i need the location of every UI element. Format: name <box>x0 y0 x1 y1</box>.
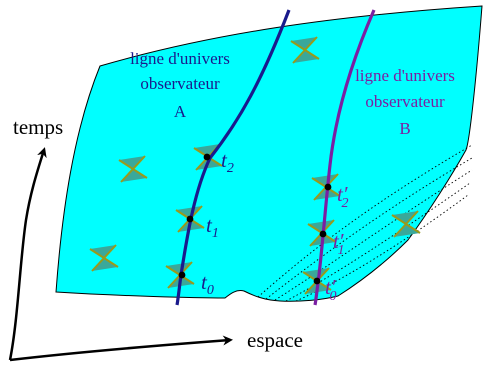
light-cone-lower <box>121 169 147 182</box>
light-cone-upper <box>166 262 192 275</box>
observer-a-label-line2: observateur <box>140 74 220 93</box>
light-cone-upper <box>119 156 145 169</box>
event-label-a0: t0 <box>201 270 214 298</box>
observer-b-label-line2: observateur <box>365 92 445 111</box>
event-dot-icon <box>313 277 321 285</box>
event-label-a1: t1 <box>206 213 219 241</box>
light-cone-edge <box>120 155 146 183</box>
light-cone-icon <box>89 244 119 272</box>
observer-b-label: ligne d'univers observateur B <box>355 66 455 138</box>
world-line-a <box>175 9 291 306</box>
event-label-b0: t′0 <box>325 275 336 304</box>
event-label-a2: t2 <box>221 148 234 176</box>
light-cone-upper <box>308 220 334 233</box>
light-cone-upper <box>176 206 202 219</box>
event-dot-icon <box>186 215 194 223</box>
light-cone-upper <box>90 245 116 258</box>
light-cone-upper <box>303 268 329 281</box>
space-axis-label: espace <box>247 328 303 352</box>
event-dot-icon <box>319 230 327 238</box>
time-axis-label: temps <box>13 115 63 139</box>
observer-b-label-line3: B <box>399 119 410 138</box>
space-axis-arrow <box>9 335 233 362</box>
event-dot-icon <box>324 183 332 191</box>
light-signal-1 <box>257 144 473 298</box>
light-cone-edge <box>393 210 419 238</box>
events-a-labels: t2 t1 t0 <box>201 148 234 298</box>
observer-a-label: ligne d'univers observateur A <box>130 49 230 121</box>
time-axis-arrow <box>8 147 47 361</box>
events-b-labels: t′2 t′1 t′0 <box>325 182 348 304</box>
observer-a-label-line3: A <box>174 102 187 121</box>
light-cone-upper <box>194 144 220 157</box>
light-cone-icon <box>391 210 421 238</box>
light-signal-2 <box>265 157 473 300</box>
observer-b-label-line1: ligne d'univers <box>355 66 455 85</box>
light-cone-upper <box>392 211 418 224</box>
light-cone-edge <box>292 36 318 64</box>
light-signal-3 <box>274 169 473 301</box>
event-label-b1: t′1 <box>333 229 344 258</box>
light-cone-upper <box>291 37 317 50</box>
event-dot-icon <box>203 153 211 161</box>
light-cone-lower <box>92 258 118 271</box>
spacetime-sheet <box>55 5 483 302</box>
light-cone-upper <box>312 174 338 187</box>
light-cone-lower <box>293 50 319 63</box>
observer-a-label-line1: ligne d'univers <box>130 49 230 68</box>
light-cone-icon <box>118 155 148 183</box>
light-cone-icon <box>290 36 320 64</box>
world-line-b <box>313 9 376 306</box>
light-cone-lower <box>394 224 420 237</box>
light-cone-edge <box>91 244 117 272</box>
light-signals <box>257 144 473 302</box>
event-dot-icon <box>178 271 186 279</box>
event-points <box>178 153 332 285</box>
event-label-b2: t′2 <box>337 182 348 211</box>
